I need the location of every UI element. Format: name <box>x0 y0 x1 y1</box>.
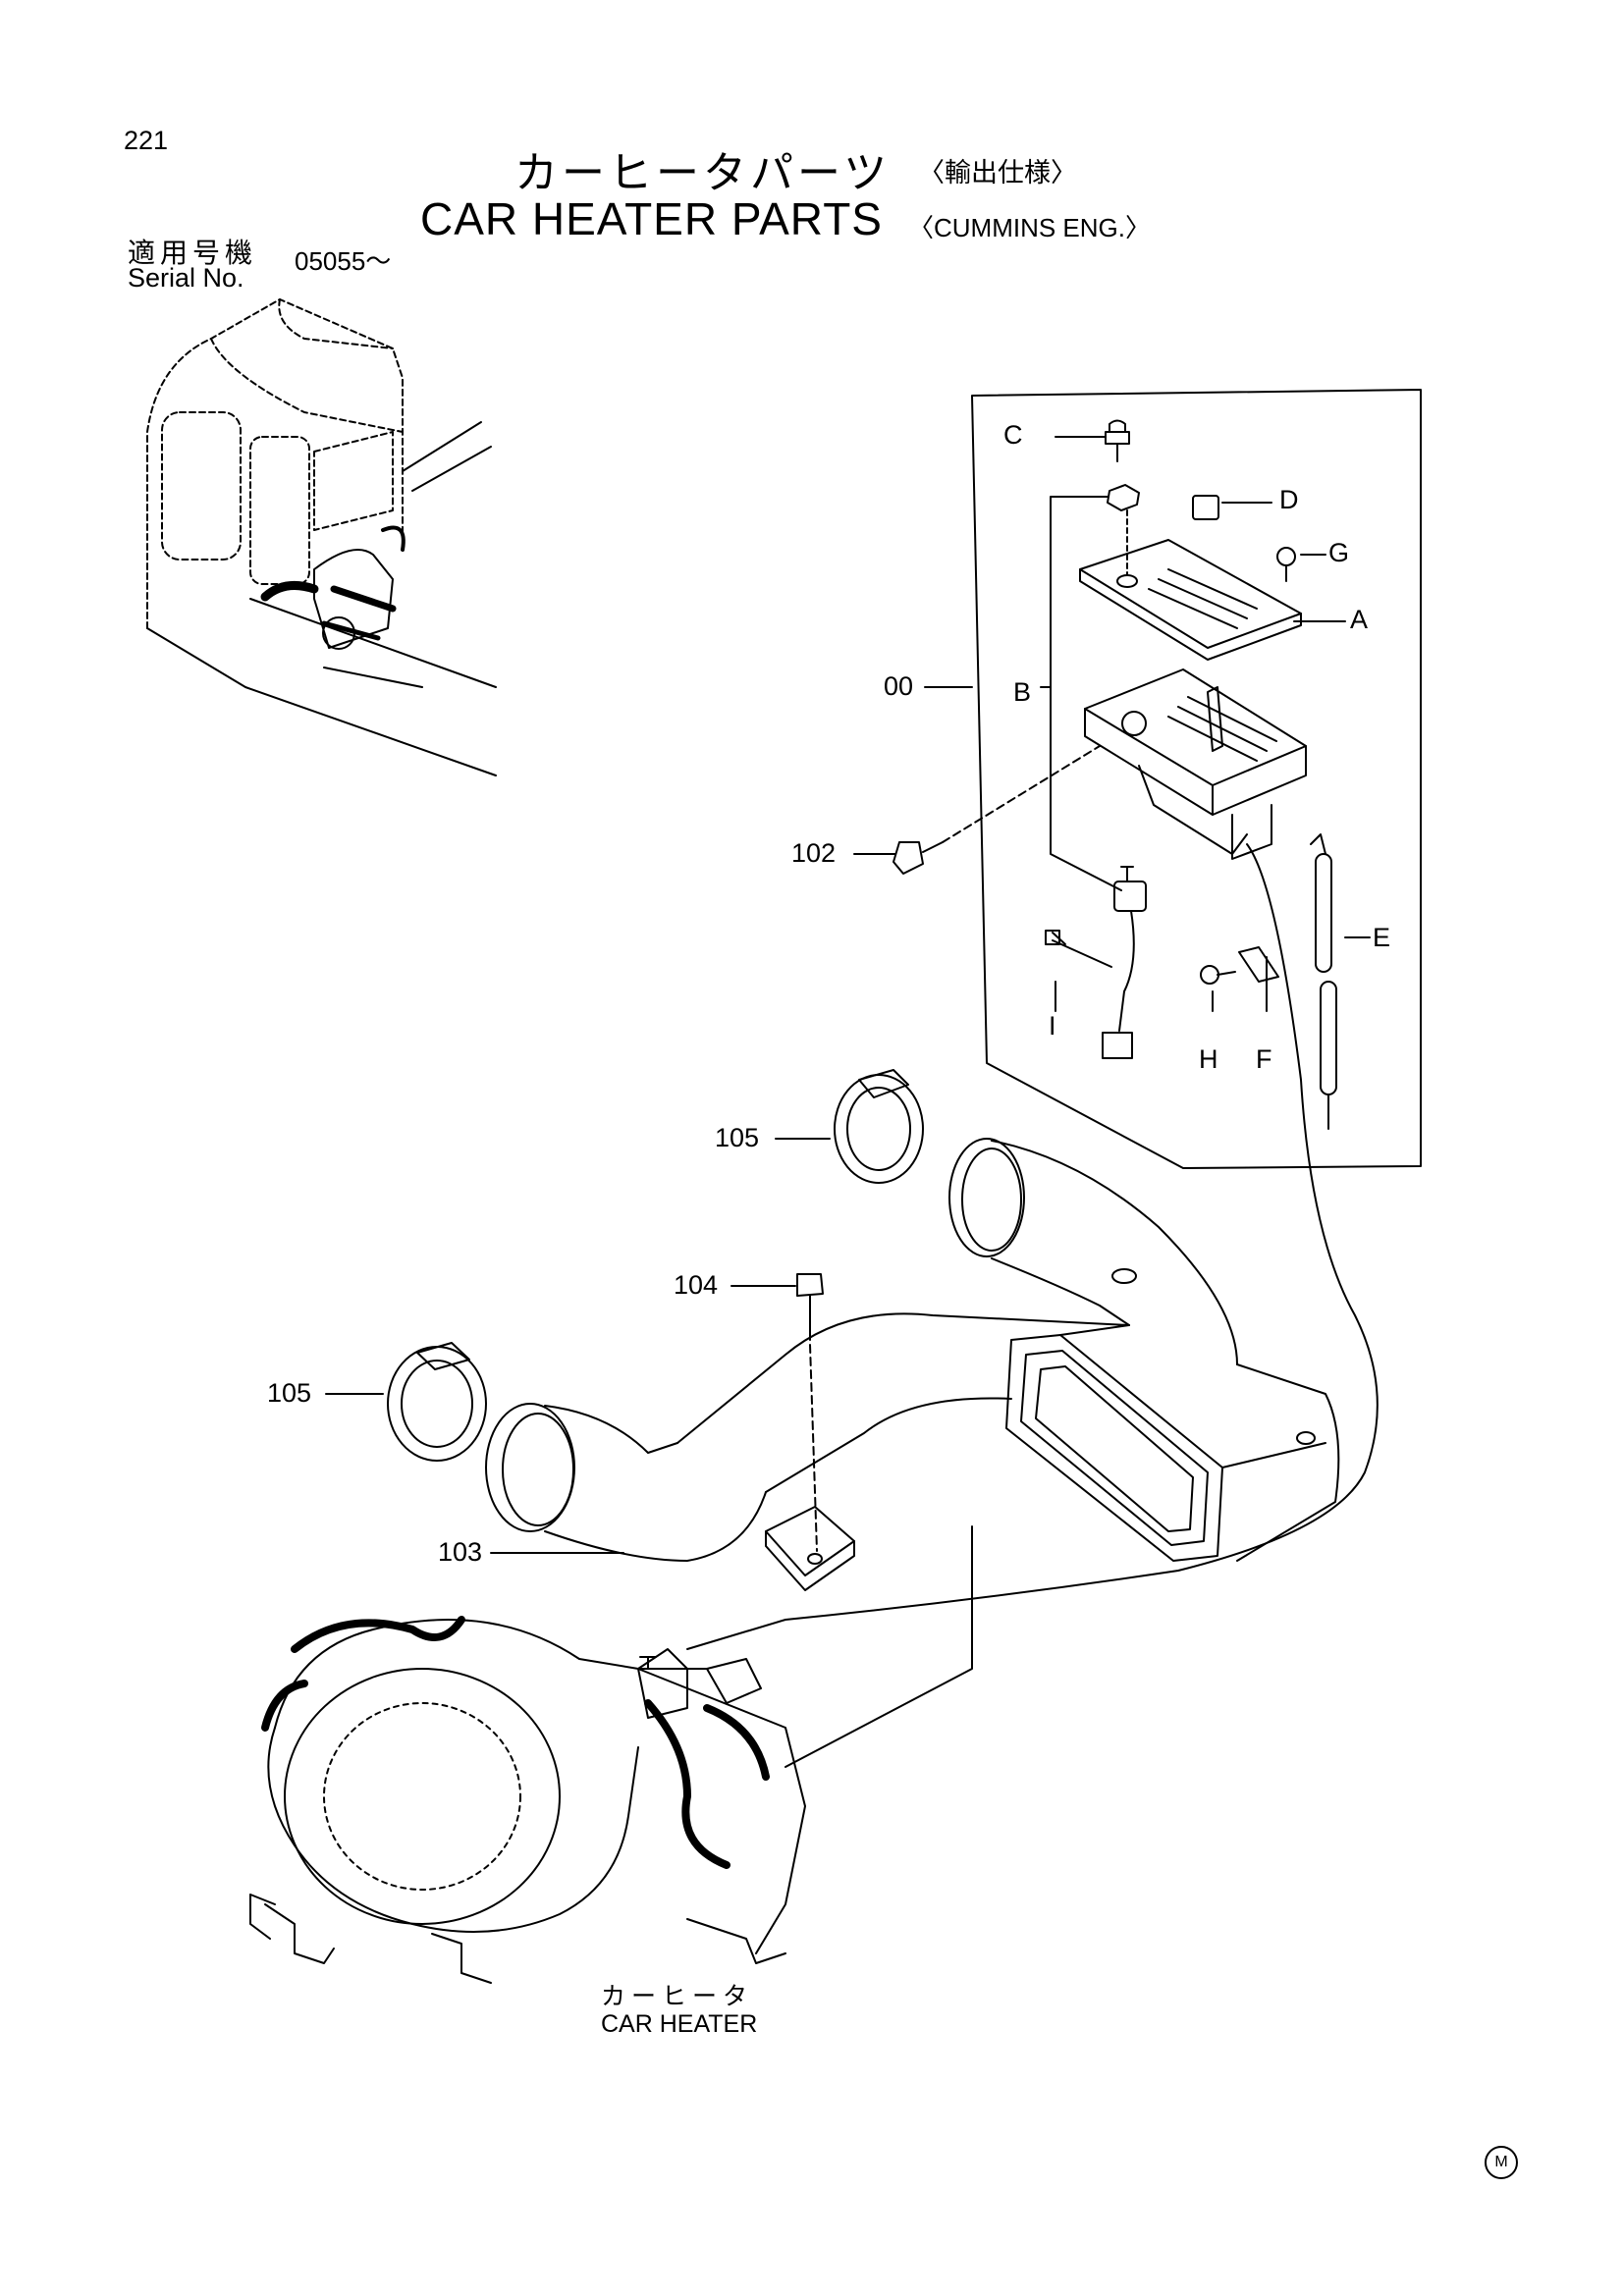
rectangular-air-outlet <box>1006 1325 1325 1561</box>
callout-b: B <box>1013 677 1032 707</box>
bolt-part-104 <box>731 1274 823 1551</box>
control-panel-box <box>972 390 1421 1168</box>
callout-e: E <box>1373 923 1391 952</box>
air-duct-upper <box>677 1139 1338 1561</box>
page-title-note: 〈CUMMINS ENG.〉 <box>908 213 1152 242</box>
plate-part-a <box>1080 510 1301 660</box>
bolt-part-102 <box>854 746 1100 874</box>
callout-d: D <box>1279 485 1299 514</box>
maker-mark: M <box>1485 2146 1518 2179</box>
cab-overview-illustration <box>147 299 496 775</box>
car-heater-unit <box>250 1620 805 1983</box>
page-title-jp-note: 〈輸出仕様〉 <box>918 158 1077 187</box>
serial-value: 05055～ <box>295 246 392 276</box>
callout-105-upper: 105 <box>715 1123 760 1152</box>
callout-f: F <box>1256 1044 1272 1074</box>
page-number: 221 <box>124 126 169 155</box>
hose-clamp-part-105-upper <box>776 1070 923 1183</box>
page-title-jp: カーヒータパーツ <box>514 149 892 197</box>
callout-102: 102 <box>791 838 837 868</box>
hose-clamp-part-105-lower <box>326 1343 486 1461</box>
heater-caption: CAR HEATER <box>601 2010 758 2038</box>
control-cable <box>687 844 1378 1649</box>
serial-label-jp: 適用号機 <box>128 238 258 268</box>
page-title: CAR HEATER PARTS <box>420 193 883 244</box>
callout-h: H <box>1199 1044 1218 1074</box>
callout-104: 104 <box>674 1270 719 1300</box>
callout-105-lower: 105 <box>267 1378 312 1408</box>
knob-part-c <box>1106 421 1129 462</box>
callout-00: 00 <box>884 671 914 701</box>
callout-g: G <box>1328 538 1350 567</box>
bracket-part-b <box>1085 669 1306 859</box>
callout-c: C <box>1003 420 1023 450</box>
callout-i: I <box>1049 1011 1056 1041</box>
air-duct-part-103 <box>486 1404 854 1590</box>
heater-caption-jp: カーヒータ <box>601 1983 754 2010</box>
callout-a: A <box>1350 605 1369 634</box>
serial-label: Serial No. <box>128 263 244 293</box>
callout-103: 103 <box>438 1537 483 1567</box>
